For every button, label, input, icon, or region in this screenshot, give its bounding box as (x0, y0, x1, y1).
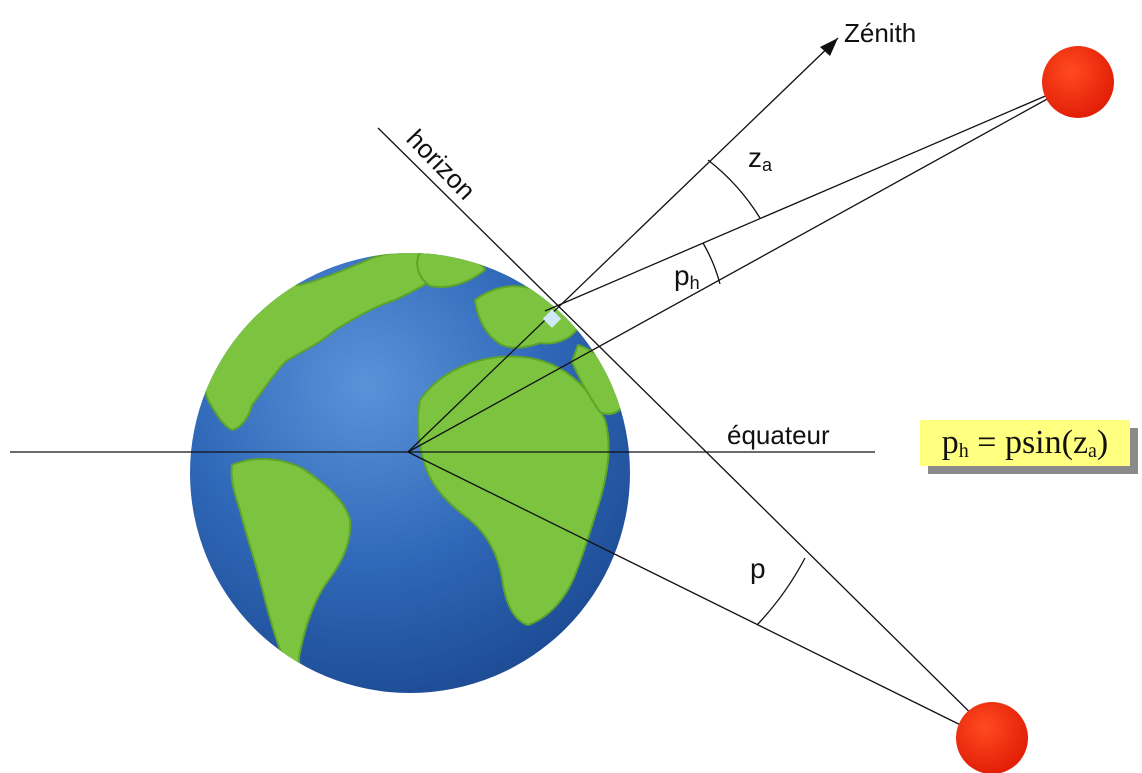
p-label: p (750, 553, 766, 584)
observer-marker (542, 309, 562, 328)
horizon-line (377, 127, 1001, 743)
zenith-line (407, 37, 839, 453)
zenith-arrow-icon (820, 38, 838, 56)
horizon-label: horizon (401, 123, 482, 205)
formula-lhs: ph (941, 423, 969, 462)
equator-label: équateur (727, 420, 830, 450)
formula-equals: = (968, 424, 1005, 461)
formula-rhs: psin(za) (1004, 423, 1109, 462)
earth-globe (190, 253, 630, 693)
africa-land (416, 355, 610, 627)
center-to-sun-bottom-line (407, 451, 996, 743)
sun-top (1042, 46, 1114, 118)
sun-bottom (956, 702, 1028, 773)
parallax-formula: ph = psin(za) (920, 420, 1130, 466)
angle-arc-za (707, 159, 761, 219)
observer-to-sun-top-line (544, 81, 1079, 312)
zenith-label: Zénith (844, 18, 916, 48)
construction-lines (10, 37, 1079, 743)
angle-arc-ph (702, 242, 721, 285)
ph-label: ph (674, 260, 700, 293)
za-label: za (748, 142, 773, 175)
angle-arc-p (756, 557, 806, 626)
center-to-sun-top-line (407, 81, 1079, 453)
